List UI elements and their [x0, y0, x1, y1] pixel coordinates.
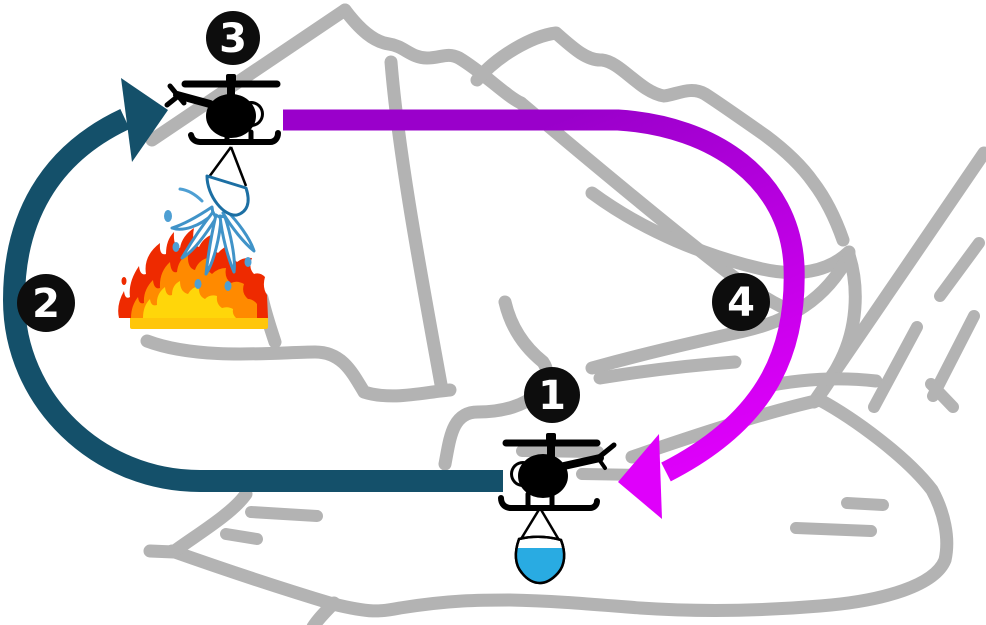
- mountain-ridge-line: [807, 146, 986, 409]
- fire-spark: [121, 277, 127, 285]
- landing-skid: [498, 495, 600, 511]
- mountain-ridge-line: [169, 487, 253, 557]
- badge-number: 3: [219, 16, 247, 62]
- helicopter-drop-group: [164, 74, 281, 291]
- fuselage: [518, 454, 568, 498]
- bucket-rope: [229, 146, 248, 187]
- scree-dash: [927, 310, 980, 402]
- splash-petal: [218, 214, 236, 274]
- scree-dash: [841, 497, 889, 511]
- scree-dash: [245, 506, 323, 522]
- mountain-ridge-line: [593, 355, 742, 385]
- tail-rotor: [595, 442, 617, 461]
- splash-droplet: [224, 281, 232, 291]
- mountain-ridge-line: [384, 55, 449, 397]
- tail-skid: [164, 94, 180, 108]
- fire-base: [130, 316, 268, 329]
- rotor-mast: [227, 84, 235, 98]
- rotor-hub: [546, 433, 556, 441]
- tail-boom: [560, 454, 604, 470]
- step-badge-1: 1: [524, 367, 580, 423]
- splash-petal: [221, 209, 256, 253]
- mountain-ridge-line: [585, 186, 856, 280]
- rotor-hub: [226, 74, 236, 82]
- empty-bucket: [205, 174, 250, 217]
- badge-number: 2: [32, 281, 60, 327]
- mountain-ridge-line: [470, 26, 850, 247]
- rotor-mast: [547, 443, 555, 457]
- landing-skid: [188, 130, 281, 145]
- scree-dash: [220, 528, 263, 545]
- badge-circle: [206, 11, 260, 65]
- transit-path-arrowhead: [618, 434, 662, 519]
- mountain-ridge-line: [145, 3, 352, 147]
- mountain-ridge-line: [585, 248, 856, 375]
- return-path-curve: [2, 109, 503, 492]
- splash-petal: [180, 210, 218, 260]
- return-path-arrowhead: [121, 78, 168, 162]
- valley-contour-line: [140, 334, 457, 403]
- fire-inner-flames: [143, 281, 236, 318]
- bucket-rope: [207, 146, 233, 178]
- splash-petal: [204, 213, 223, 276]
- mountain-ridge-line: [306, 596, 341, 625]
- splash-droplet: [244, 257, 252, 267]
- transit-path-arrow: [283, 109, 805, 519]
- step-badge-4: 4: [712, 273, 770, 331]
- step-badge-3: 3: [206, 11, 260, 65]
- helicopter-icon: [498, 433, 617, 511]
- scree-dash: [516, 445, 604, 458]
- tail-skid: [596, 456, 607, 470]
- badge-number: 1: [538, 373, 566, 419]
- scree-dash: [934, 237, 985, 302]
- splash-droplet: [172, 242, 180, 252]
- fire-icon: [118, 213, 268, 329]
- step-badge-2: 2: [17, 274, 75, 332]
- bucket-rope: [519, 507, 542, 540]
- empty-bucket-icon: [205, 146, 250, 217]
- fuselage: [206, 94, 256, 138]
- badge-circle: [524, 367, 580, 423]
- badge-circle: [712, 273, 770, 331]
- full-bucket-icon: [514, 507, 566, 585]
- water-splash-icon: [164, 187, 256, 291]
- mountain-sketch: [140, 3, 986, 625]
- transit-path-curve: [283, 109, 805, 482]
- scree-dash: [925, 378, 959, 413]
- badge-number: 4: [727, 280, 755, 326]
- badge-circle: [17, 274, 75, 332]
- foothill-outline: [165, 393, 954, 618]
- bucket-body-outline: [514, 535, 566, 585]
- splash-droplet: [164, 210, 172, 222]
- splash-droplet: [194, 279, 202, 289]
- helicopter-icon: [164, 74, 281, 145]
- bucket-rope: [538, 507, 561, 541]
- return-path-arrow: [2, 78, 503, 492]
- scree-dash: [790, 522, 877, 537]
- splash-spray: [178, 187, 204, 203]
- scree-dash: [868, 321, 923, 413]
- tail-boom: [173, 91, 214, 108]
